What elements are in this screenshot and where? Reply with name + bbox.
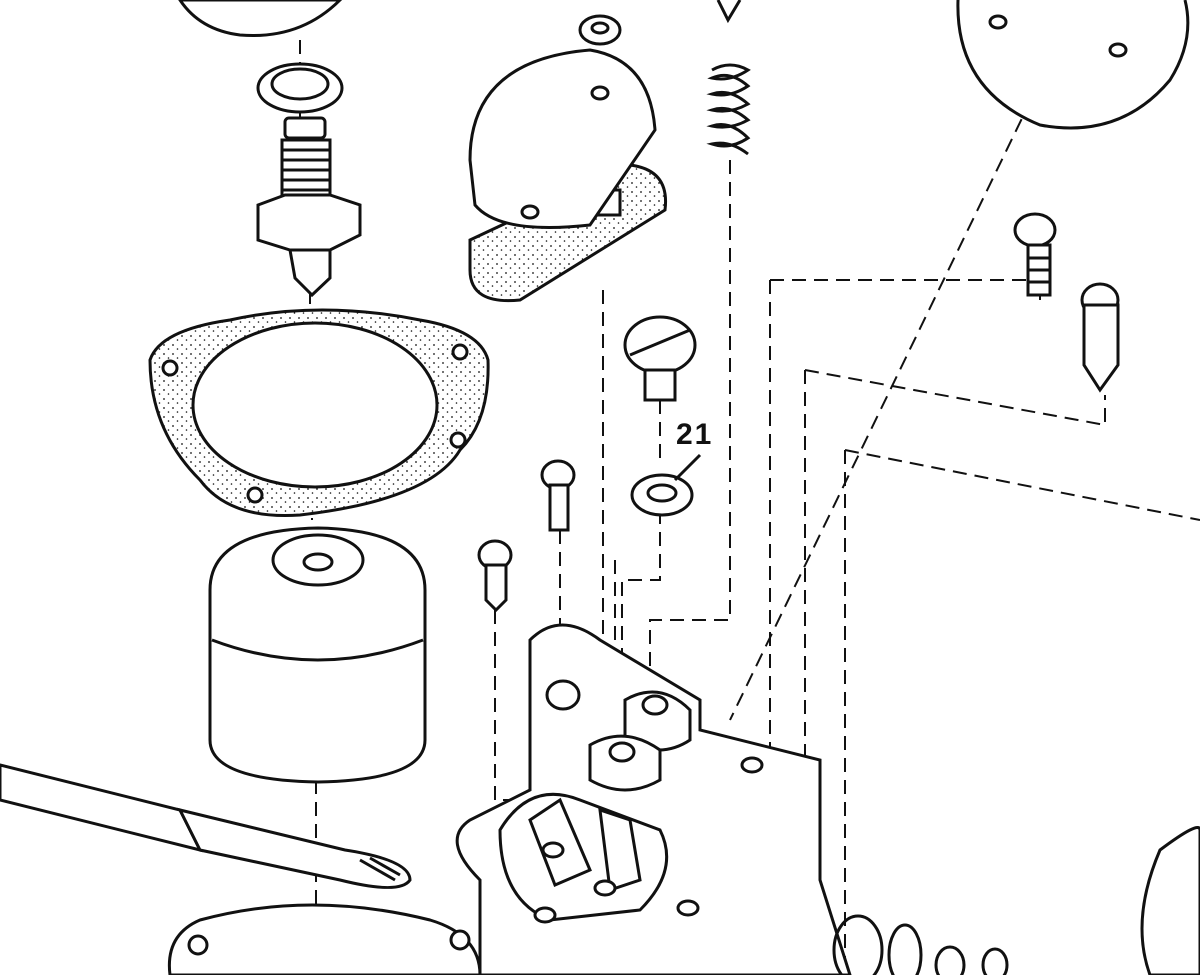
idle-mixture-screw [1080,282,1120,393]
o-rings [832,914,1009,975]
adjust-screw [1013,212,1057,297]
throttle-shaft [0,763,412,889]
float [208,526,427,784]
diaphragm [956,0,1190,130]
spring [706,0,751,156]
bowl-gasket [148,308,490,518]
top-cover [178,0,343,38]
washer-21 [630,453,702,517]
slotted-screw [623,315,697,402]
small-washer [578,14,622,46]
small-screw [477,459,576,613]
carburetor-body [455,623,852,975]
needle-valve-seat [256,116,362,298]
curved-part [1140,826,1200,975]
cover-plate-gasket [468,48,668,303]
washer [256,62,344,114]
base-flange [167,903,482,975]
callout-number-21: 21 [676,418,714,451]
